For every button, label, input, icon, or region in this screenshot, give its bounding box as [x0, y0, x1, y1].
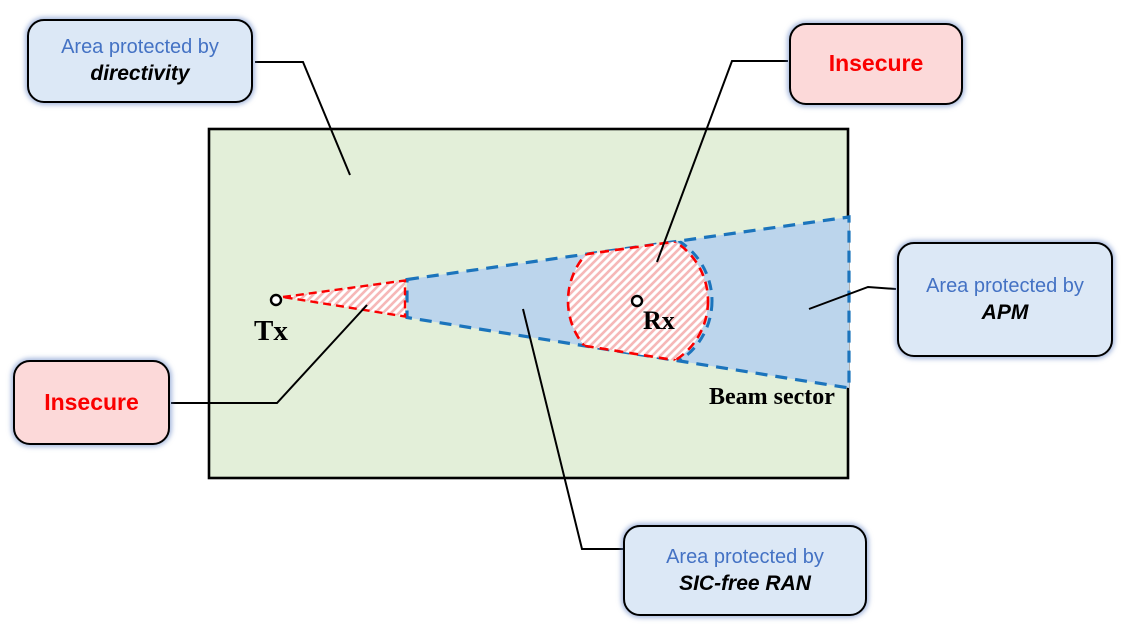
tx-node-marker: [269, 293, 283, 307]
connector-insecure-top: [656, 60, 788, 263]
connector-apm: [808, 285, 897, 310]
callout-directivity-line2: directivity: [90, 62, 190, 86]
connector-directivity: [255, 61, 351, 176]
callout-apm: Area protected by APM: [897, 242, 1113, 357]
beam-sector-label: Beam sector: [709, 384, 835, 410]
callout-insecure-left: Insecure: [13, 360, 170, 445]
rx-label: Rx: [643, 306, 675, 335]
tx-label: Tx: [254, 315, 288, 347]
callout-apm-line1: Area protected by: [926, 274, 1084, 297]
callout-sic-line2: SIC-free RAN: [679, 571, 811, 595]
callout-insecure-left-label: Insecure: [44, 388, 139, 415]
callout-sic: Area protected by SIC-free RAN: [623, 525, 867, 616]
connector-insecure-left: [171, 304, 368, 404]
callout-directivity-line1: Area protected by: [61, 36, 219, 59]
tx-insecure-area: [282, 279, 407, 318]
callout-insecure-top-label: Insecure: [828, 50, 924, 77]
callout-insecure-top: Insecure: [789, 23, 963, 105]
callout-directivity: Area protected by directivity: [27, 19, 253, 103]
connector-sic: [522, 308, 624, 550]
callout-sic-line1: Area protected by: [666, 545, 824, 568]
callout-apm-line2: APM: [981, 300, 1029, 324]
rx-node-marker: [630, 294, 644, 308]
